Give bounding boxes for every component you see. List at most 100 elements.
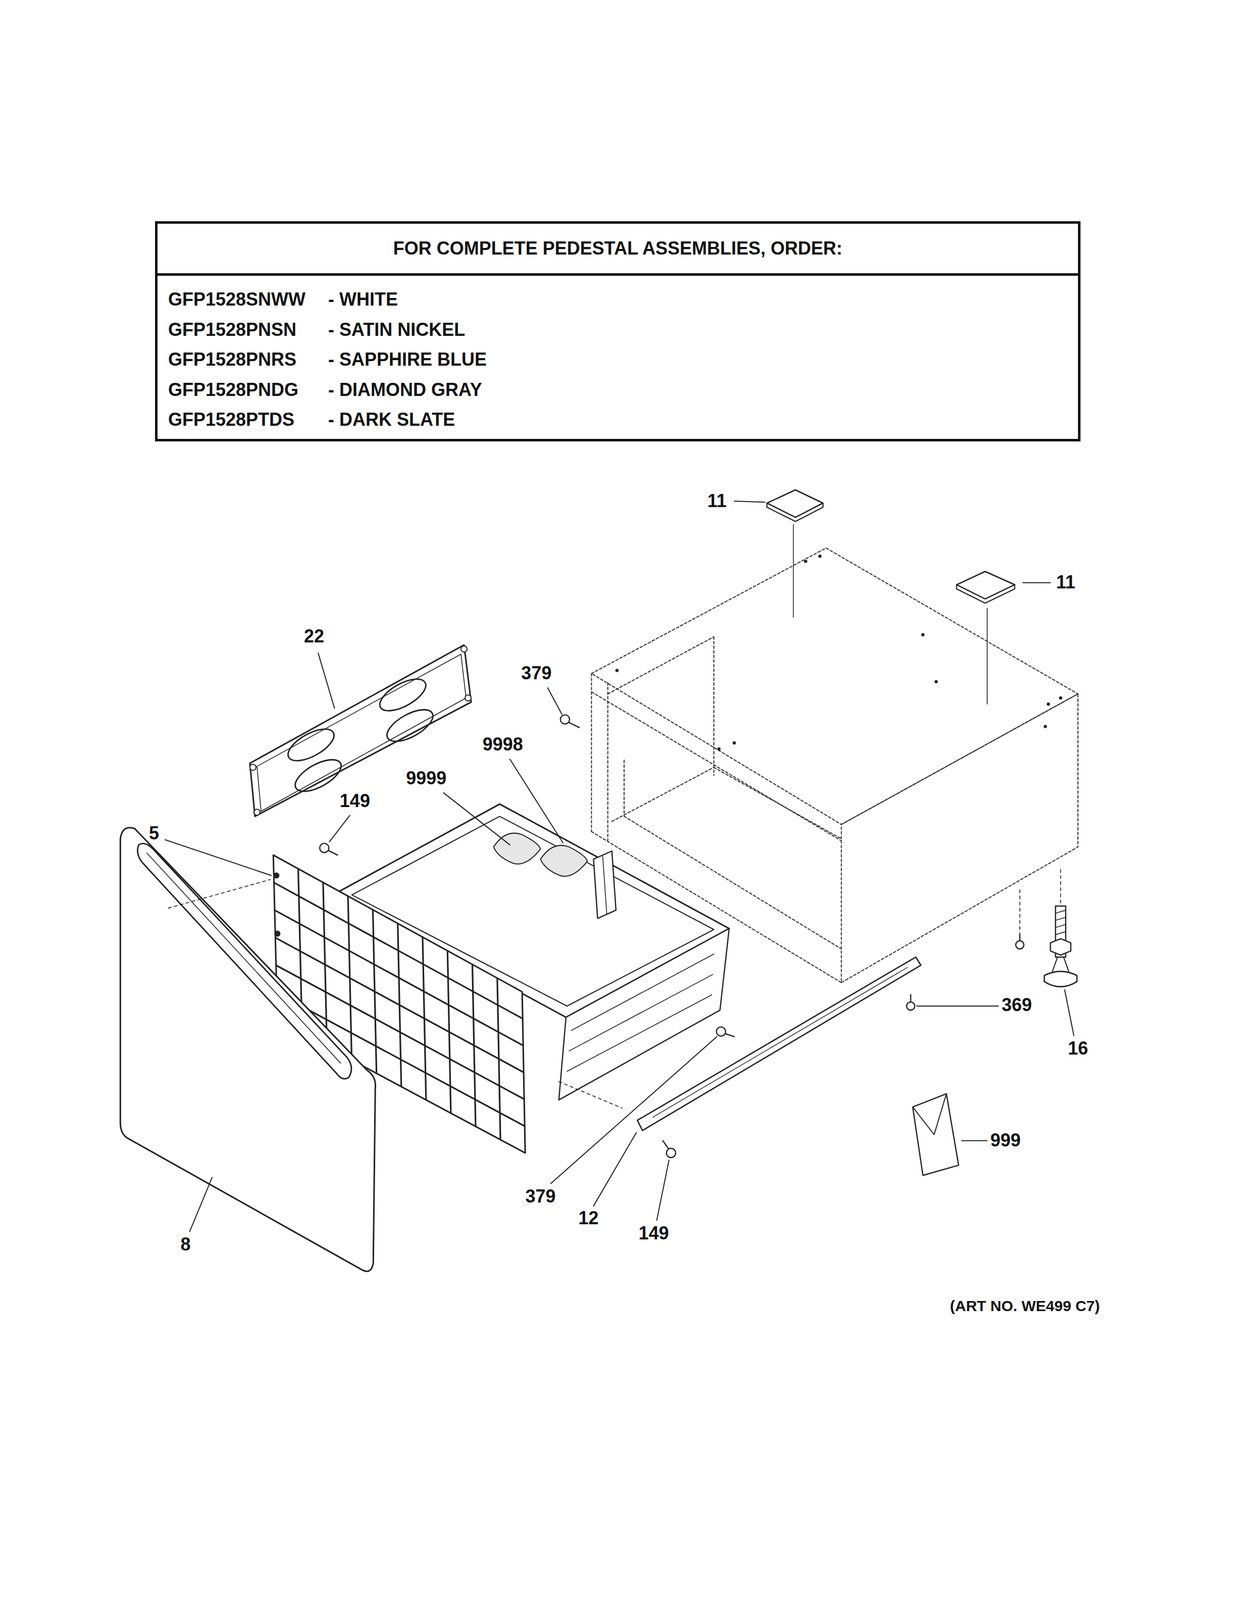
assembly-line — [168, 879, 271, 909]
callout-number: 379 — [525, 1186, 556, 1207]
panel-bolt — [460, 645, 468, 652]
foot-pad-edge — [956, 584, 1015, 603]
color-name: - DIAMOND GRAY — [328, 374, 1068, 405]
drawer-bin-ribs — [567, 953, 714, 1071]
callout-number: 5 — [148, 822, 160, 844]
model-number: GFP1528PTDS — [168, 404, 329, 435]
cabinet-edge — [591, 691, 842, 841]
screw-head — [1015, 940, 1024, 949]
cabinet-edge — [607, 636, 714, 694]
callout-number: 9999 — [405, 767, 447, 789]
hole — [1043, 724, 1047, 728]
cabinet-top — [591, 547, 1078, 824]
envelope-flap — [912, 1093, 947, 1135]
table-body: GFP1528SNWW- WHITEGFP1528PNSN- SATIN NIC… — [157, 275, 1078, 439]
cabinet-side — [841, 693, 1078, 983]
callout-number: 11 — [1056, 572, 1076, 593]
bin-divider-line — [602, 855, 607, 914]
leader-line — [593, 1131, 637, 1206]
leader-line — [550, 1036, 717, 1184]
cabinet-edge — [611, 766, 714, 821]
panel-oval — [290, 753, 346, 798]
foot-nut — [1050, 938, 1071, 955]
drawer-rail — [637, 956, 921, 1130]
screws — [319, 714, 1024, 1158]
foot-thread — [1055, 909, 1066, 935]
callout-number: 379 — [521, 662, 552, 684]
table-header: FOR COMPLETE PEDESTAL ASSEMBLIES, ORDER: — [157, 223, 1078, 276]
bin-divider — [593, 850, 616, 918]
color-name: - WHITE — [328, 284, 1068, 315]
leader-line — [734, 500, 765, 502]
hole — [921, 633, 925, 637]
leader-line — [916, 1005, 999, 1007]
drawer-front — [120, 827, 376, 1271]
model-number: GFP1528PNSN — [168, 314, 329, 345]
callout-number: 8 — [180, 1233, 191, 1255]
leader-line — [443, 792, 510, 845]
cabinet-edge — [590, 673, 592, 832]
art-number: (ART NO. WE499 C7) — [950, 1297, 1101, 1314]
drawer-handle — [137, 843, 352, 1079]
callout-number: 22 — [303, 626, 325, 647]
panel-bolt — [465, 694, 472, 701]
screw-head — [716, 1026, 726, 1036]
frame-hole — [274, 931, 280, 937]
leader-line — [547, 687, 562, 715]
hole — [934, 679, 938, 683]
leader-line — [793, 524, 795, 618]
callout-number: 369 — [1001, 994, 1033, 1015]
model-number: GFP1528PNDG — [168, 374, 329, 405]
leader-line — [961, 1140, 988, 1142]
leader-line — [1064, 989, 1074, 1036]
cabinet-edge — [713, 766, 842, 839]
leader-line — [318, 652, 335, 708]
leader-line — [329, 814, 350, 842]
assembly-lines — [168, 868, 1061, 1108]
callout-number: 9998 — [482, 734, 524, 755]
callout-number: 999 — [990, 1129, 1021, 1151]
hole — [717, 747, 721, 751]
callout-number: 149 — [339, 790, 371, 811]
model-number: GFP1528PNRS — [168, 344, 329, 375]
foot-pad — [766, 489, 823, 518]
drawer-handle-inner — [146, 852, 341, 1063]
color-name: - SAPPHIRE BLUE — [328, 344, 1068, 375]
foot-pad-edge — [766, 502, 823, 522]
drawer-rail-line — [652, 966, 908, 1117]
hole — [1046, 702, 1050, 706]
assembly-line — [1060, 868, 1062, 904]
screw-head — [666, 1148, 676, 1158]
screw-head — [906, 1001, 915, 1010]
hole — [615, 668, 619, 672]
panel-bolt — [249, 763, 256, 770]
cabinet-edge — [623, 759, 625, 816]
assembly-line — [558, 1080, 623, 1108]
hole — [732, 741, 736, 745]
foot-base — [1044, 970, 1077, 987]
leader-line — [656, 1159, 669, 1220]
foot-pad — [956, 571, 1015, 600]
color-name: - DARK SLATE — [328, 404, 1068, 435]
back-panel — [249, 644, 472, 816]
foot-neck — [1063, 956, 1069, 971]
callout-number: 11 — [707, 490, 727, 511]
model-number: GFP1528SNWW — [168, 284, 329, 315]
drawer-bin-side — [558, 928, 730, 1100]
screw-head — [560, 714, 570, 724]
callout-number: 16 — [1067, 1038, 1089, 1059]
frame-hole — [273, 872, 279, 878]
order-table: FOR COMPLETE PEDESTAL ASSEMBLIES, ORDER:… — [155, 221, 1081, 442]
cabinet-holes — [615, 554, 1063, 751]
callout-number: 149 — [638, 1222, 669, 1244]
hole — [818, 554, 822, 558]
panel-bolt — [253, 808, 261, 815]
illustration-group — [120, 489, 1078, 1271]
leader-line — [165, 839, 272, 876]
leader-line — [189, 1176, 213, 1231]
leader-line — [986, 607, 988, 704]
literature-envelope — [912, 1093, 959, 1176]
foot-neck — [1052, 956, 1058, 971]
